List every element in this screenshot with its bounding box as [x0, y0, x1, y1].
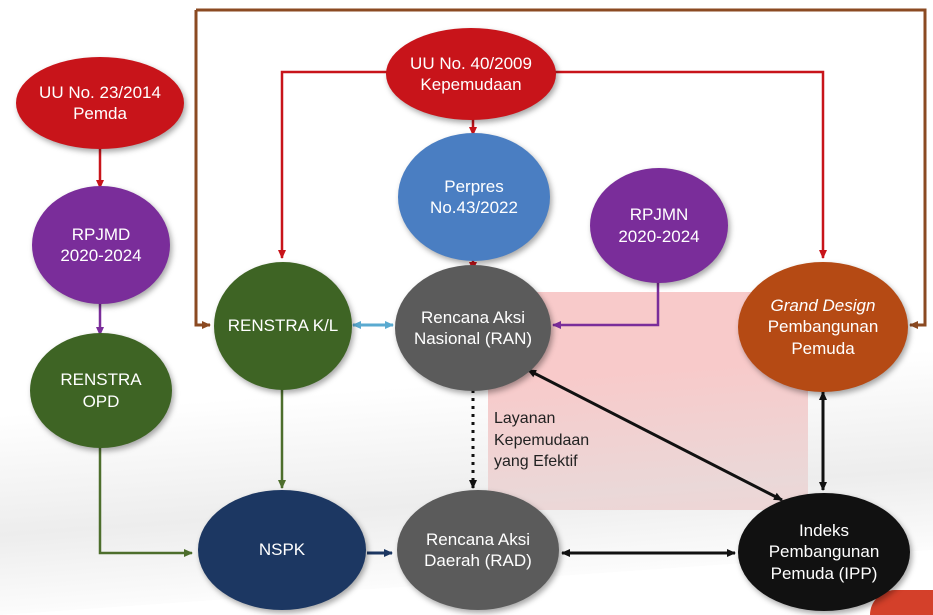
arrow-frame-to-renstra-kl [194, 10, 211, 329]
node-renstra-opd: RENSTRA OPD [30, 333, 172, 448]
arrow-uu40-to-grand-design [553, 70, 827, 259]
arrow-rpjmn-to-ran [552, 280, 660, 329]
node-perpres: Perpres No.43/2022 [398, 133, 550, 261]
node-renstra-kl: RENSTRA K/L [214, 262, 352, 390]
arrow-frame-to-grand-design [196, 8, 927, 329]
node-ran: Rencana Aksi Nasional (RAN) [395, 265, 551, 391]
arrow-ran-ipp [527, 368, 783, 502]
node-nspk: NSPK [198, 490, 366, 610]
node-uu-23-2014: UU No. 23/2014 Pemda [16, 57, 184, 149]
node-rad: Rencana Aksi Daerah (RAD) [397, 490, 559, 610]
arrow-renstra-opd-to-nspk [98, 446, 193, 557]
node-uu-40-2009: UU No. 40/2009 Kepemudaan [386, 28, 556, 120]
node-grand-design: Grand Design Pembangunan Pemuda [738, 262, 908, 392]
node-ipp: Indeks Pembangunan Pemuda (IPP) [738, 493, 910, 611]
arrow-uu40-to-renstra-kl [278, 70, 390, 259]
node-rpjmn: RPJMN 2020-2024 [590, 168, 728, 283]
annotation-layanan: Layanan Kepemudaan yang Efektif [494, 410, 590, 471]
node-rpjmd: RPJMD 2020-2024 [32, 186, 170, 304]
